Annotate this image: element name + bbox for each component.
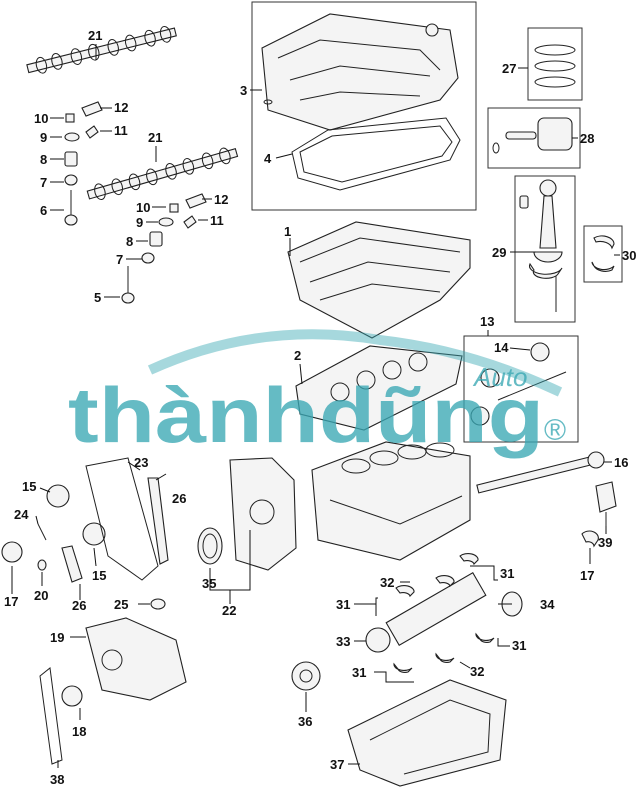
callout-31-c: 31 (512, 638, 526, 653)
callout-4: 4 (264, 151, 272, 166)
watermark-brand: thànhdũng (68, 371, 544, 459)
callout-7-lower: 7 (116, 252, 123, 267)
callout-15-lower: 15 (92, 568, 106, 583)
crankshaft (291, 553, 523, 691)
callout-8-lower: 8 (126, 234, 133, 249)
rod-bearing-box (583, 225, 623, 283)
valvetrain-lower (121, 193, 207, 304)
callout-29: 29 (492, 245, 506, 260)
callout-9-lower: 9 (136, 215, 143, 230)
valve-cover-gasket (291, 117, 461, 191)
piston-rings-box (527, 27, 583, 101)
engine-block (311, 441, 471, 561)
callout-13: 13 (480, 314, 494, 329)
callout-23: 23 (134, 455, 148, 470)
callout-9-upper: 9 (40, 130, 47, 145)
callout-1: 1 (284, 224, 291, 239)
callout-17-left: 17 (4, 594, 18, 609)
callout-32-b: 32 (470, 664, 484, 679)
callout-6: 6 (40, 203, 47, 218)
callout-17-right: 17 (580, 568, 594, 583)
vanos-assembly (470, 342, 567, 426)
callout-11-lower: 11 (210, 213, 224, 228)
watermark-swoosh (147, 329, 563, 397)
callout-20: 20 (34, 588, 48, 603)
callout-labels: 21 21 10 9 8 7 6 12 11 10 9 8 7 5 11 12 … (4, 28, 636, 787)
oil-pan (347, 679, 507, 787)
callout-25: 25 (114, 597, 128, 612)
camshaft-upper (26, 25, 177, 74)
callout-21-lower: 21 (148, 130, 162, 145)
group-frames (251, 1, 623, 443)
callout-8-upper: 8 (40, 152, 47, 167)
right-camshaft (476, 451, 617, 548)
callout-12-upper: 12 (114, 100, 128, 115)
valve-cover-box (251, 1, 477, 211)
callout-26-lower: 26 (72, 598, 86, 613)
callout-16: 16 (614, 455, 628, 470)
piston-rings (534, 44, 576, 88)
callout-14: 14 (494, 340, 509, 355)
valve-cover (261, 13, 459, 131)
watermark-registered-mark: ® (544, 414, 566, 447)
piston (492, 117, 573, 154)
oil-pump (39, 617, 187, 765)
callout-7-upper: 7 (40, 175, 47, 190)
callout-18: 18 (72, 724, 86, 739)
callout-36: 36 (298, 714, 312, 729)
callout-38: 38 (50, 772, 64, 787)
callout-26-right: 26 (172, 491, 186, 506)
callout-11-upper: 11 (114, 123, 128, 138)
callout-2: 2 (294, 348, 301, 363)
watermark-auto: Auto (472, 362, 528, 392)
connecting-rod-box (514, 175, 576, 323)
connecting-rod (519, 179, 563, 312)
leader-lines (11, 44, 620, 768)
timing-cover (197, 457, 297, 571)
callout-31-b: 31 (336, 597, 350, 612)
callout-34: 34 (540, 597, 555, 612)
callout-5: 5 (94, 290, 101, 305)
head-gasket (295, 345, 463, 431)
rod-bearing (591, 235, 615, 272)
callout-10-lower: 10 (136, 200, 150, 215)
callout-37: 37 (330, 757, 344, 772)
callout-12-lower: 12 (214, 192, 228, 207)
timing-left (1, 457, 169, 610)
callout-27: 27 (502, 61, 516, 76)
vanos-box (463, 335, 579, 443)
piston-box (487, 107, 581, 169)
callout-39: 39 (598, 535, 612, 550)
watermark: thànhdũng Auto ® (68, 329, 566, 459)
cylinder-head (287, 221, 471, 339)
valvetrain-upper (64, 101, 103, 226)
callout-19: 19 (50, 630, 64, 645)
callout-33: 33 (336, 634, 350, 649)
camshaft-lower (86, 147, 239, 201)
callout-3: 3 (240, 83, 247, 98)
callout-31-d: 31 (352, 665, 366, 680)
callout-21-upper: 21 (88, 28, 102, 43)
callout-30: 30 (622, 248, 636, 263)
callout-22: 22 (222, 603, 236, 618)
callout-24: 24 (14, 507, 29, 522)
callout-32-a: 32 (380, 575, 394, 590)
callout-15-upper: 15 (22, 479, 36, 494)
callout-28: 28 (580, 131, 594, 146)
callout-35: 35 (202, 576, 216, 591)
callout-10-upper: 10 (34, 111, 48, 126)
callout-31-a: 31 (500, 566, 514, 581)
